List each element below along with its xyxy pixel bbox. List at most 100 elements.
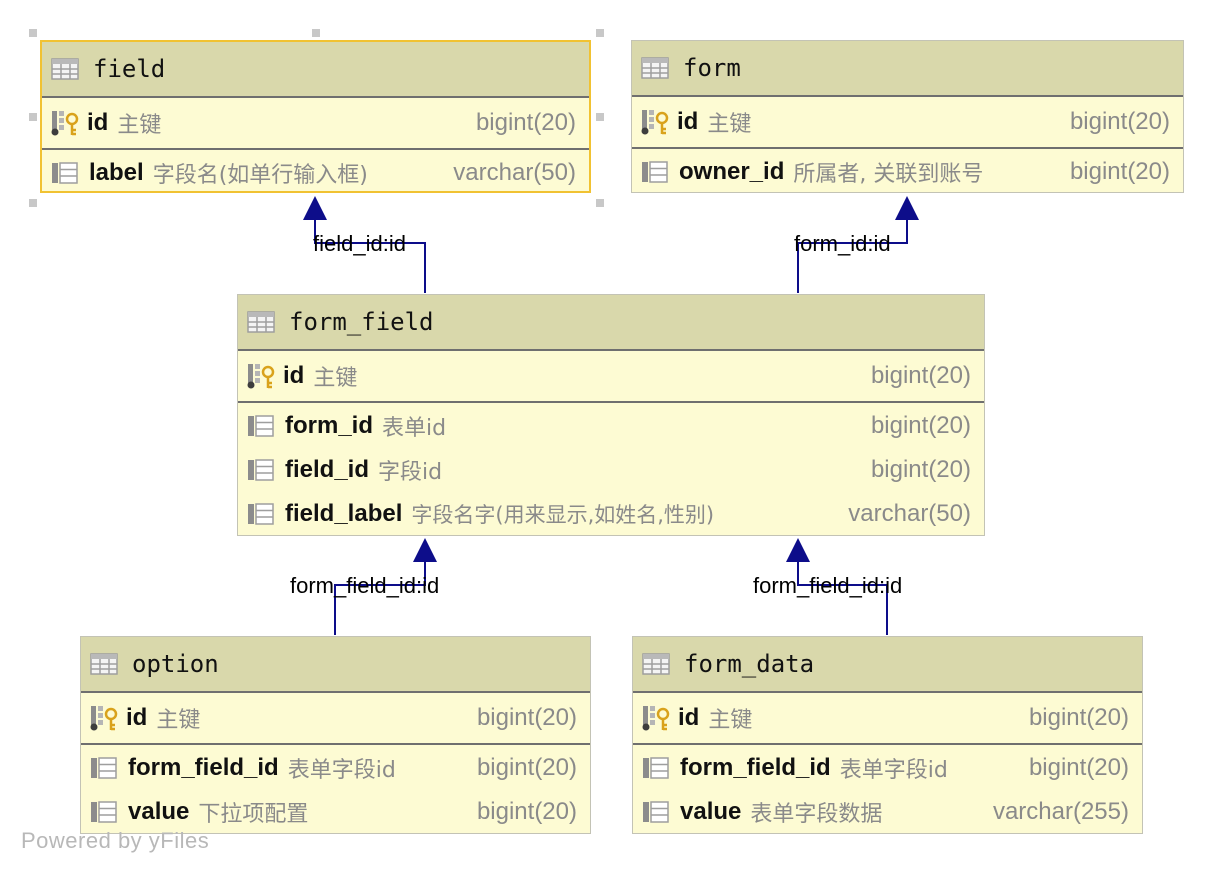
primary-key-row[interactable]: id 主键 bigint(20)	[81, 693, 590, 743]
yfiles-watermark: Powered by yFiles	[21, 828, 210, 853]
column-comment: 所属者, 关联到账号	[793, 162, 984, 187]
column-type: bigint(20)	[476, 704, 577, 731]
column-type: bigint(20)	[870, 362, 971, 389]
column-type: bigint(20)	[1069, 158, 1170, 185]
table-icon	[641, 57, 669, 79]
table-option[interactable]: option id 主键 bigint(20) form_field_id 表单…	[80, 636, 591, 834]
column-type: bigint(20)	[870, 456, 971, 483]
column-type: varchar(50)	[848, 500, 971, 527]
table-header[interactable]: field	[42, 42, 589, 98]
column-row[interactable]: form_field_id 表单字段id bigint(20)	[81, 746, 590, 790]
table-form-field[interactable]: form_field id 主键 bigint(20) form_id 表单id…	[237, 294, 985, 536]
selection-handle[interactable]	[596, 199, 604, 207]
column-name: form_id	[285, 412, 374, 439]
table-name: form_field	[289, 308, 434, 336]
column-type: bigint(20)	[475, 109, 576, 136]
column-type: bigint(20)	[1028, 704, 1129, 731]
table-header[interactable]: form_data	[633, 637, 1142, 693]
column-row[interactable]: form_id 表单id bigint(20)	[238, 404, 984, 448]
edge-label-form-id: form_id:id	[794, 231, 891, 256]
table-name: field	[93, 55, 166, 83]
column-comment: 字段id	[378, 460, 443, 485]
column-name: label	[89, 159, 144, 186]
arrow-head-field	[303, 196, 327, 220]
primary-key-row[interactable]: id 主键 bigint(20)	[633, 693, 1142, 743]
table-header[interactable]: option	[81, 637, 590, 693]
column-row[interactable]: owner_id 所属者, 关联到账号 bigint(20)	[632, 150, 1183, 194]
edge-label-option-form-field-id: form_field_id:id	[290, 573, 440, 598]
column-comment: 主键	[707, 112, 752, 137]
column-icon	[91, 801, 117, 823]
column-name: id	[126, 704, 148, 731]
column-name: id	[677, 108, 699, 135]
primary-key-row[interactable]: id 主键 bigint(20)	[42, 98, 589, 148]
key-icon	[247, 364, 275, 389]
column-type: bigint(20)	[870, 412, 971, 439]
column-name: owner_id	[679, 158, 785, 185]
selection-handle[interactable]	[29, 29, 37, 37]
table-icon	[247, 311, 275, 333]
column-comment: 表单字段id	[287, 758, 396, 783]
column-icon	[248, 459, 274, 481]
selection-handle[interactable]	[596, 113, 604, 121]
table-name: form_data	[684, 650, 815, 678]
column-comment: 主键	[313, 366, 358, 391]
edge-label-field-id: field_id:id	[313, 231, 406, 256]
column-name: value	[128, 798, 190, 825]
column-comment: 下拉项配置	[198, 802, 309, 827]
column-comment: 字段名(如单行输入框)	[152, 163, 368, 188]
column-icon	[52, 162, 78, 184]
edge-form-field-to-form[interactable]	[797, 220, 908, 293]
edge-form-data-to-form-field[interactable]	[797, 562, 888, 635]
table-name: option	[132, 650, 219, 678]
column-name: field_id	[285, 456, 370, 483]
column-icon	[248, 503, 274, 525]
table-header[interactable]: form	[632, 41, 1183, 97]
table-field[interactable]: field id 主键 bigint(20) label 字段名(如单行输入框)…	[40, 40, 591, 193]
table-name: form	[683, 54, 741, 82]
table-icon	[90, 653, 118, 675]
selection-handle[interactable]	[29, 199, 37, 207]
column-comment: 表单字段数据	[750, 802, 883, 827]
column-icon	[248, 415, 274, 437]
column-row[interactable]: label 字段名(如单行输入框) varchar(50)	[42, 151, 589, 195]
column-comment: 字段名字(用来显示,如姓名,性别)	[411, 503, 715, 527]
column-type: varchar(255)	[992, 798, 1129, 825]
column-row[interactable]: value 表单字段数据 varchar(255)	[633, 790, 1142, 834]
selection-handle[interactable]	[312, 29, 320, 37]
arrow-head-form-field-right	[786, 538, 810, 562]
column-type: varchar(50)	[453, 159, 576, 186]
primary-key-row[interactable]: id 主键 bigint(20)	[632, 97, 1183, 147]
key-icon	[641, 110, 669, 135]
key-icon	[90, 706, 118, 731]
column-icon	[642, 161, 668, 183]
table-form-data[interactable]: form_data id 主键 bigint(20) form_field_id…	[632, 636, 1143, 834]
column-name: id	[678, 704, 700, 731]
arrow-head-form	[895, 196, 919, 220]
column-name: form_field_id	[128, 754, 279, 781]
column-type: bigint(20)	[476, 754, 577, 781]
column-type: bigint(20)	[1069, 108, 1170, 135]
table-icon	[51, 58, 79, 80]
column-row[interactable]: field_id 字段id bigint(20)	[238, 448, 984, 492]
table-form[interactable]: form id 主键 bigint(20) owner_id 所属者, 关联到账…	[631, 40, 1184, 193]
column-row[interactable]: value 下拉项配置 bigint(20)	[81, 790, 590, 834]
selection-handle[interactable]	[596, 29, 604, 37]
column-icon	[643, 801, 669, 823]
column-name: field_label	[285, 500, 403, 527]
primary-key-row[interactable]: id 主键 bigint(20)	[238, 351, 984, 401]
column-name: form_field_id	[680, 754, 831, 781]
table-icon	[642, 653, 670, 675]
key-icon	[51, 111, 79, 136]
column-comment: 主键	[117, 113, 162, 138]
column-comment: 表单id	[382, 416, 447, 441]
column-row[interactable]: field_label 字段名字(用来显示,如姓名,性别) varchar(50…	[238, 492, 984, 536]
selection-handle[interactable]	[29, 113, 37, 121]
edge-form-field-to-field[interactable]	[314, 220, 426, 293]
table-header[interactable]: form_field	[238, 295, 984, 351]
column-icon	[91, 757, 117, 779]
edge-option-to-form-field[interactable]	[334, 562, 426, 635]
column-name: value	[680, 798, 742, 825]
column-row[interactable]: form_field_id 表单字段id bigint(20)	[633, 746, 1142, 790]
